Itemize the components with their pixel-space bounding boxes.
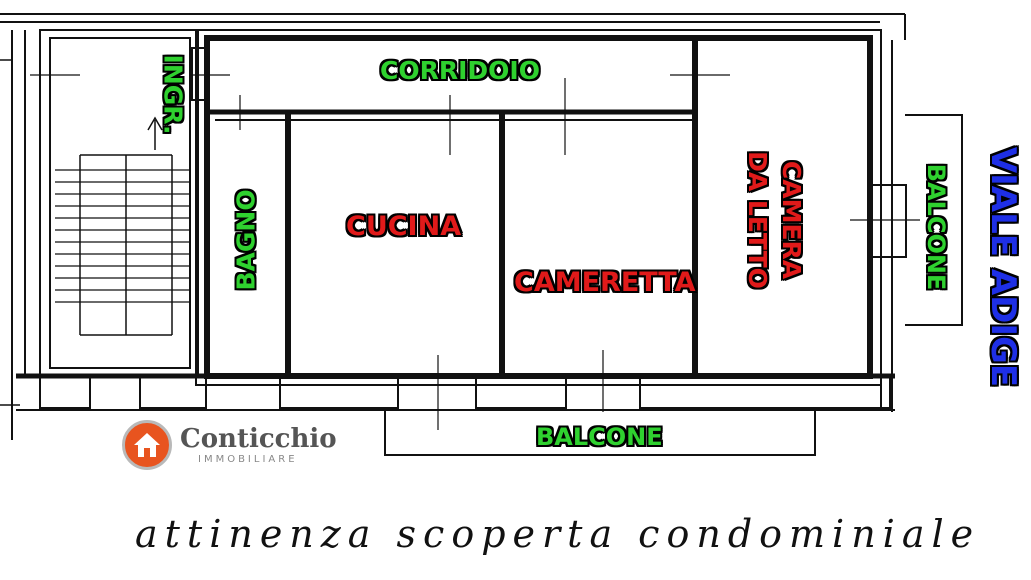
- street-label: VIALE ADIGE: [983, 146, 1023, 388]
- room-label-cameretta: CAMERETTA: [514, 267, 696, 298]
- room-label-cucina: CUCINA: [346, 211, 462, 242]
- room-label-camera-line1: CAMERA: [777, 160, 806, 280]
- brand-name: Conticchio: [180, 423, 337, 454]
- room-label-camera-line2: DA LETTO: [743, 151, 772, 289]
- room-label-bagno: BAGNO: [231, 189, 261, 291]
- handwritten-note: attinenza scoperta condominiale: [135, 512, 981, 556]
- brand-subtitle: IMMOBILIARE: [198, 453, 298, 465]
- brand-logo: Conticchio IMMOBILIARE: [122, 420, 337, 470]
- room-label-balcone-right: BALCONE: [922, 163, 950, 291]
- house-icon: [122, 420, 172, 470]
- room-label-ingresso: INGR.: [158, 54, 188, 135]
- room-label-camera: CAMERA DA LETTO: [740, 120, 808, 320]
- room-label-balcone-bottom: BALCONE: [536, 423, 663, 451]
- room-label-corridoio: CORRIDOIO: [380, 56, 540, 85]
